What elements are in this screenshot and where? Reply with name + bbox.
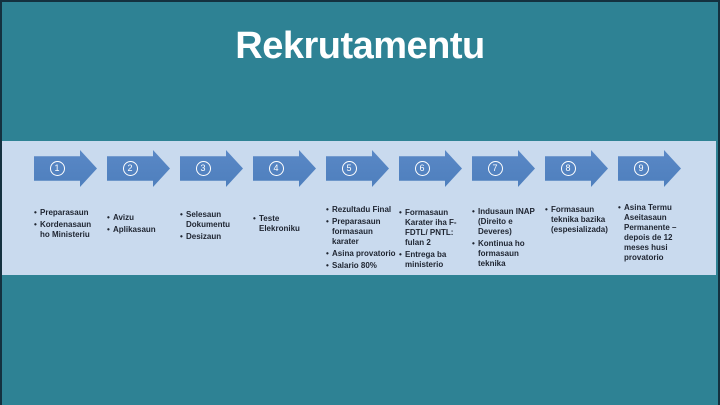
process-step: 2 AvizuAplikasaun	[106, 141, 179, 275]
bullet-item: Formasaun Karater iha F- FDTL/ PNTL: ful…	[398, 208, 472, 248]
step-bullets: Selesaun DokumentuDesizaun	[179, 210, 253, 244]
process-step: 1 PreparasaunKordenasaun ho Ministeriu	[33, 141, 106, 275]
bullet-list: PreparasaunKordenasaun ho Ministeriu	[33, 208, 107, 240]
step-number-badge: 9	[618, 150, 664, 187]
step-bullets: PreparasaunKordenasaun ho Ministeriu	[33, 208, 107, 242]
process-band: 1 PreparasaunKordenasaun ho Ministeriu 2…	[2, 141, 716, 275]
bullet-list: Formasaun teknika bazika (espesializada)	[544, 205, 618, 235]
bullet-list: Asina Termu Aseitasaun Permanente – depo…	[617, 203, 691, 263]
step-number: 7	[487, 161, 503, 176]
bullet-item: Preparasaun formasaun karater	[325, 217, 399, 247]
process-step: 9 Asina Termu Aseitasaun Permanente – de…	[617, 141, 690, 275]
step-number-badge: 8	[545, 150, 591, 187]
bullet-list: AvizuAplikasaun	[106, 213, 180, 235]
step-number-badge: 6	[399, 150, 445, 187]
bullet-item: Formasaun teknika bazika (espesializada)	[544, 205, 618, 235]
bullet-item: Kordenasaun ho Ministeriu	[33, 220, 107, 240]
bullet-item: Desizaun	[179, 232, 253, 242]
process-step: 5 Rezultadu FinalPreparasaun formasaun k…	[325, 141, 398, 275]
bullet-list: Selesaun DokumentuDesizaun	[179, 210, 253, 242]
step-number-badge: 4	[253, 150, 299, 187]
bullet-item: Kontinua ho formasaun teknika	[471, 239, 545, 269]
step-number-badge: 7	[472, 150, 518, 187]
step-number: 2	[122, 161, 138, 176]
step-bullets: AvizuAplikasaun	[106, 213, 180, 237]
bullet-list: Rezultadu FinalPreparasaun formasaun kar…	[325, 205, 399, 271]
bullet-list: Indusaun INAP (Direito e Deveres)Kontinu…	[471, 207, 545, 269]
step-bullets: Rezultadu FinalPreparasaun formasaun kar…	[325, 205, 399, 273]
step-number: 4	[268, 161, 284, 176]
step-number: 3	[195, 161, 211, 176]
step-number-badge: 3	[180, 150, 226, 187]
bullet-item: Teste Elekroniku	[252, 214, 326, 234]
step-number-badge: 2	[107, 150, 153, 187]
process-step: 8 Formasaun teknika bazika (espesializad…	[544, 141, 617, 275]
step-bullets: Indusaun INAP (Direito e Deveres)Kontinu…	[471, 207, 545, 271]
step-number: 9	[633, 161, 649, 176]
step-number: 1	[49, 161, 65, 176]
bullet-item: Salario 80%	[325, 261, 399, 271]
bullet-item: Aplikasaun	[106, 225, 180, 235]
step-number: 6	[414, 161, 430, 176]
bullet-item: Entrega ba ministerio	[398, 250, 472, 270]
step-bullets: Teste Elekroniku	[252, 214, 326, 236]
bullet-item: Selesaun Dokumentu	[179, 210, 253, 230]
bullet-item: Asina provatorio	[325, 249, 399, 259]
step-number: 5	[341, 161, 357, 176]
bullet-item: Indusaun INAP (Direito e Deveres)	[471, 207, 545, 237]
step-number: 8	[560, 161, 576, 176]
bullet-item: Asina Termu Aseitasaun Permanente – depo…	[617, 203, 691, 263]
step-number-badge: 1	[34, 150, 80, 187]
bullet-item: Rezultadu Final	[325, 205, 399, 215]
step-bullets: Asina Termu Aseitasaun Permanente – depo…	[617, 203, 691, 265]
step-bullets: Formasaun Karater iha F- FDTL/ PNTL: ful…	[398, 208, 472, 272]
step-number-badge: 5	[326, 150, 372, 187]
process-step: 4 Teste Elekroniku	[252, 141, 325, 275]
step-bullets: Formasaun teknika bazika (espesializada)	[544, 205, 618, 237]
page-title: Rekrutamentu	[235, 25, 485, 67]
bullet-item: Preparasaun	[33, 208, 107, 218]
bullet-list: Teste Elekroniku	[252, 214, 326, 234]
process-step: 3 Selesaun DokumentuDesizaun	[179, 141, 252, 275]
process-steps: 1 PreparasaunKordenasaun ho Ministeriu 2…	[33, 141, 703, 275]
bullet-item: Avizu	[106, 213, 180, 223]
process-step: 6 Formasaun Karater iha F- FDTL/ PNTL: f…	[398, 141, 471, 275]
bullet-list: Formasaun Karater iha F- FDTL/ PNTL: ful…	[398, 208, 472, 270]
process-step: 7 Indusaun INAP (Direito e Deveres)Konti…	[471, 141, 544, 275]
